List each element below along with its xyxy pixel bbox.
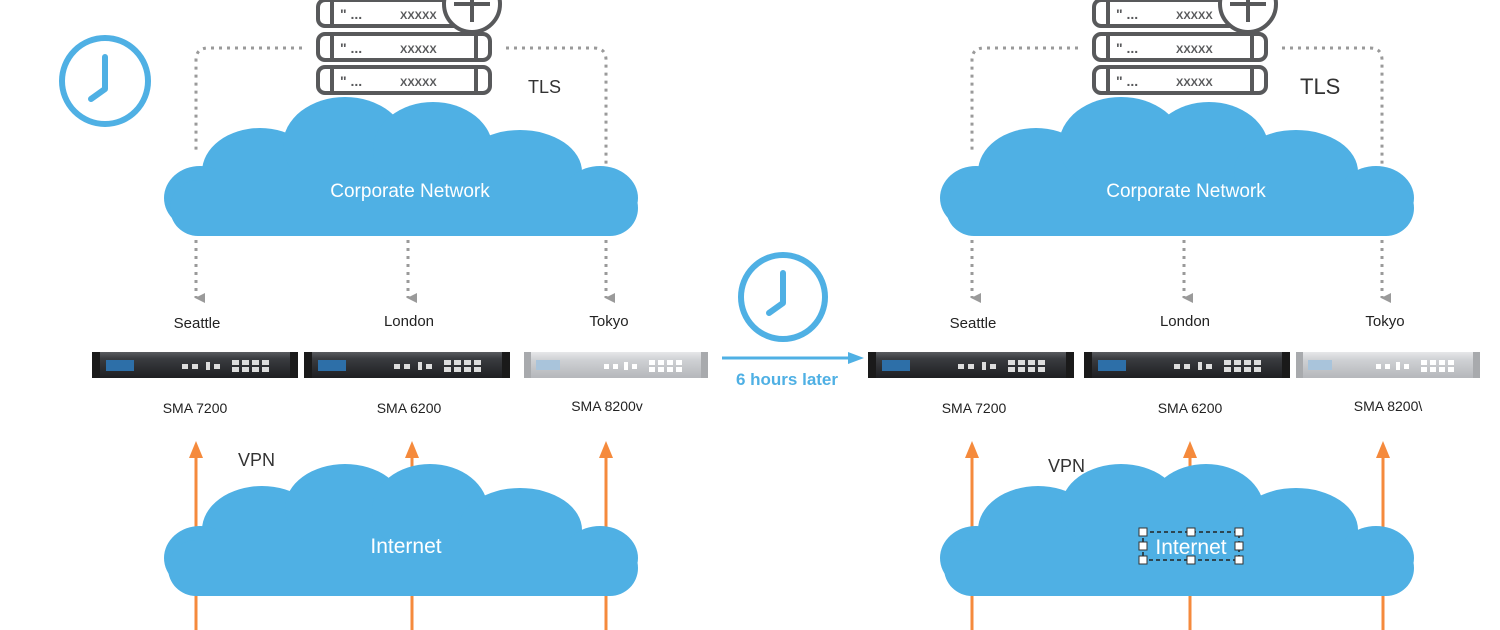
internet-cloud xyxy=(940,464,1414,596)
resize-handle[interactable] xyxy=(1186,555,1196,565)
tls-connector-left xyxy=(970,46,1078,150)
appliance-seattle xyxy=(92,352,298,378)
panel-before: " ... XXXXX " ... XXXXX " ... XXXXX TLS xyxy=(59,0,708,630)
server-stack-icon: " ... XXXXX " ... XXXXX " ... XXXXX xyxy=(316,0,502,95)
resize-handle[interactable] xyxy=(1234,541,1244,551)
resize-handle[interactable] xyxy=(1186,527,1196,537)
clock-icon xyxy=(738,252,828,342)
site-model-seattle: SMA 7200 xyxy=(163,400,228,416)
svg-text:" ...: " ... xyxy=(340,40,362,56)
svg-text:" ...: " ... xyxy=(340,6,362,22)
site-city-tokyo: Tokyo xyxy=(1365,313,1404,330)
site-model-tokyo: SMA 8200\ xyxy=(1354,398,1423,414)
svg-text:" ...: " ... xyxy=(340,73,362,89)
appliance-seattle xyxy=(868,352,1074,378)
clock-icon xyxy=(59,35,151,127)
transition-arrow xyxy=(722,352,864,364)
tls-connector-right xyxy=(506,46,608,170)
svg-text:" ...: " ... xyxy=(1116,73,1138,89)
tls-label: TLS xyxy=(1300,74,1340,99)
svg-text:" ...: " ... xyxy=(1116,6,1138,22)
appliance-london xyxy=(304,352,510,378)
site-model-london: SMA 6200 xyxy=(1158,400,1223,416)
site-city-seattle: Seattle xyxy=(950,315,997,332)
internet-cloud: Internet xyxy=(164,464,638,596)
resize-handle[interactable] xyxy=(1234,527,1244,537)
svg-text:XXXXX: XXXXX xyxy=(1176,44,1213,56)
resize-handle[interactable] xyxy=(1138,541,1148,551)
transition-label: 6 hours later xyxy=(736,370,838,389)
appliance-tokyo xyxy=(524,352,708,378)
appliance-london xyxy=(1084,352,1290,378)
corporate-network-label: Corporate Network xyxy=(330,181,490,202)
svg-text:XXXXX: XXXXX xyxy=(400,10,437,22)
corporate-network-cloud: Corporate Network xyxy=(940,97,1414,236)
site-model-seattle: SMA 7200 xyxy=(942,400,1007,416)
server-stack-icon: " ... XXXXX " ... XXXXX " ... XXXXX xyxy=(1092,0,1278,95)
site-city-seattle: Seattle xyxy=(174,315,221,332)
site-model-tokyo: SMA 8200v xyxy=(571,398,643,414)
site-city-london: London xyxy=(384,313,434,330)
transition: 6 hours later xyxy=(722,252,864,389)
svg-text:XXXXX: XXXXX xyxy=(400,77,437,89)
corporate-network-cloud: Corporate Network xyxy=(164,97,638,236)
resize-handle[interactable] xyxy=(1138,527,1148,537)
resize-handle[interactable] xyxy=(1234,555,1244,565)
tls-connector-right xyxy=(1282,46,1384,170)
internet-label[interactable]: Internet xyxy=(1155,536,1226,559)
resize-handle[interactable] xyxy=(1138,555,1148,565)
vpn-label: VPN xyxy=(1048,456,1085,476)
site-city-tokyo: Tokyo xyxy=(589,313,628,330)
svg-text:XXXXX: XXXXX xyxy=(1176,77,1213,89)
appliance-tokyo xyxy=(1296,352,1480,378)
panel-after: " ... XXXXX " ... XXXXX " ... XXXXX TLS xyxy=(868,0,1480,630)
svg-text:XXXXX: XXXXX xyxy=(400,44,437,56)
corporate-network-label: Corporate Network xyxy=(1106,181,1266,202)
tls-label: TLS xyxy=(528,77,561,97)
vpn-label: VPN xyxy=(238,450,275,470)
internet-label: Internet xyxy=(370,535,441,558)
tls-connector-left xyxy=(194,46,302,150)
internet-label-selection[interactable]: Internet xyxy=(1138,527,1244,565)
svg-text:XXXXX: XXXXX xyxy=(1176,10,1213,22)
site-city-london: London xyxy=(1160,313,1210,330)
site-model-london: SMA 6200 xyxy=(377,400,442,416)
svg-text:" ...: " ... xyxy=(1116,40,1138,56)
